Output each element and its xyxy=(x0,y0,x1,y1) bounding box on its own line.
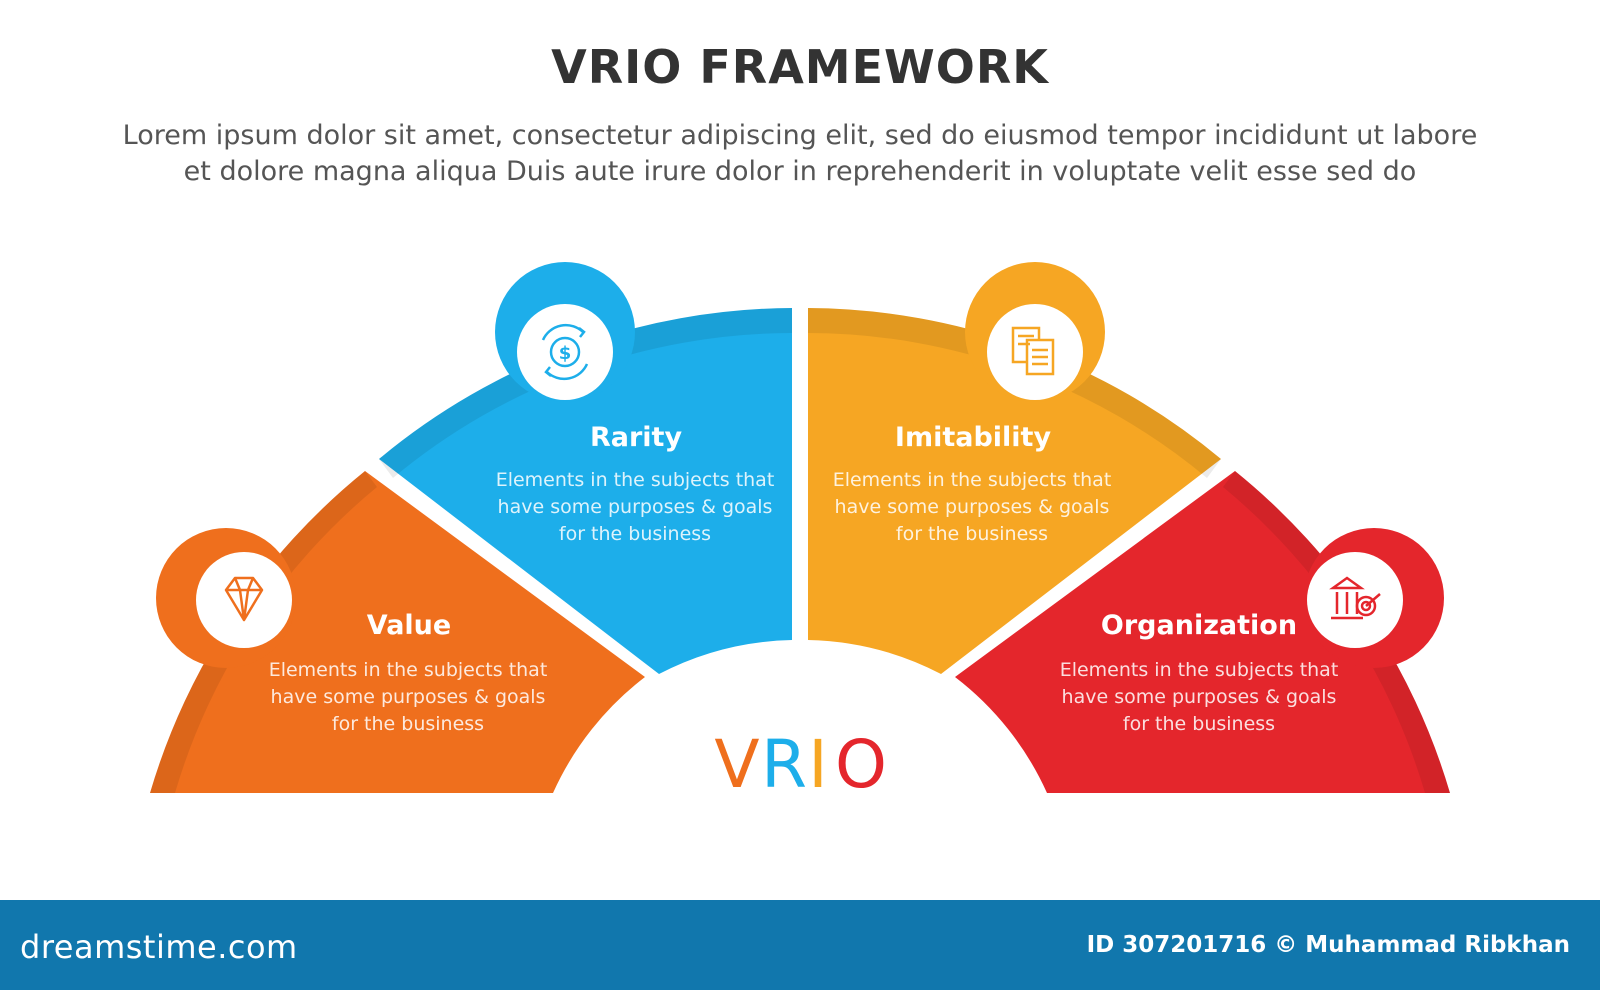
diamond-icon xyxy=(224,576,264,622)
segment-value-icon-circle xyxy=(196,552,292,648)
vrio-letter-v: V xyxy=(714,726,759,803)
segment-imitability: Imitability Elements in the subjects tha… xyxy=(808,262,1221,674)
vrio-letter-o: O xyxy=(835,726,887,803)
segment-imitability-desc-2: have some purposes & goals xyxy=(835,496,1110,518)
bank-target-icon xyxy=(1329,576,1381,620)
segment-value-desc-3: for the business xyxy=(332,713,484,735)
segment-organization-band xyxy=(1223,471,1450,793)
segment-rarity-icon-circle xyxy=(517,304,613,400)
segment-value-shape xyxy=(150,471,645,793)
dollar-sign-glyph: $ xyxy=(559,343,572,364)
subtitle-line-1: Lorem ipsum dolor sit amet, consectetur … xyxy=(122,120,1478,151)
documents-icon xyxy=(1011,326,1055,376)
footer-credit: ID 307201716 © Muhammad Ribkhan xyxy=(1086,932,1570,958)
page-title: VRIO FRAMEWORK xyxy=(551,40,1049,94)
segment-imitability-band xyxy=(808,308,1221,478)
segment-value-desc-1: Elements in the subjects that xyxy=(269,659,548,681)
segment-value-band xyxy=(150,471,377,793)
segment-imitability-shape xyxy=(808,308,1221,674)
segment-rarity-desc-2: have some purposes & goals xyxy=(498,496,773,518)
segment-organization-shape xyxy=(955,471,1450,793)
segment-organization-desc-2: have some purposes & goals xyxy=(1062,686,1337,708)
segment-organization-desc-3: for the business xyxy=(1123,713,1275,735)
segment-value-title: Value xyxy=(367,610,451,641)
subtitle-line-2: et dolore magna aliqua Duis aute irure d… xyxy=(183,156,1417,187)
page-subtitle: Lorem ipsum dolor sit amet, consectetur … xyxy=(60,118,1540,190)
segment-organization-icon-circle xyxy=(1307,552,1403,648)
vrio-diagram: Value Elements in the subjects that have… xyxy=(150,262,1450,803)
segment-rarity: $ Rarity Elements in the subjects that h… xyxy=(379,262,792,674)
vrio-letter-r: R xyxy=(761,726,807,803)
footer-logo: dreamstime.com xyxy=(20,928,298,966)
segment-rarity-title: Rarity xyxy=(590,422,682,453)
segment-rarity-shape xyxy=(379,308,792,674)
segment-rarity-desc-1: Elements in the subjects that xyxy=(496,469,775,491)
segment-value: Value Elements in the subjects that have… xyxy=(150,471,645,793)
segment-imitability-desc-3: for the business xyxy=(896,523,1048,545)
vrio-letter-i: I xyxy=(808,726,827,803)
segment-value-desc-2: have some purposes & goals xyxy=(271,686,546,708)
segment-imitability-desc-1: Elements in the subjects that xyxy=(833,469,1112,491)
segment-organization-desc-1: Elements in the subjects that xyxy=(1060,659,1339,681)
vrio-center-label: V R I O xyxy=(714,726,887,803)
dollar-cycle-icon xyxy=(541,323,589,381)
segment-rarity-band xyxy=(379,308,792,478)
segment-imitability-title: Imitability xyxy=(895,422,1052,453)
segment-organization-title: Organization xyxy=(1101,610,1297,641)
segment-rarity-desc-3: for the business xyxy=(559,523,711,545)
footer-bar: dreamstime.com ID 307201716 © Muhammad R… xyxy=(0,900,1600,990)
segment-organization: Organization Elements in the subjects th… xyxy=(955,471,1450,793)
